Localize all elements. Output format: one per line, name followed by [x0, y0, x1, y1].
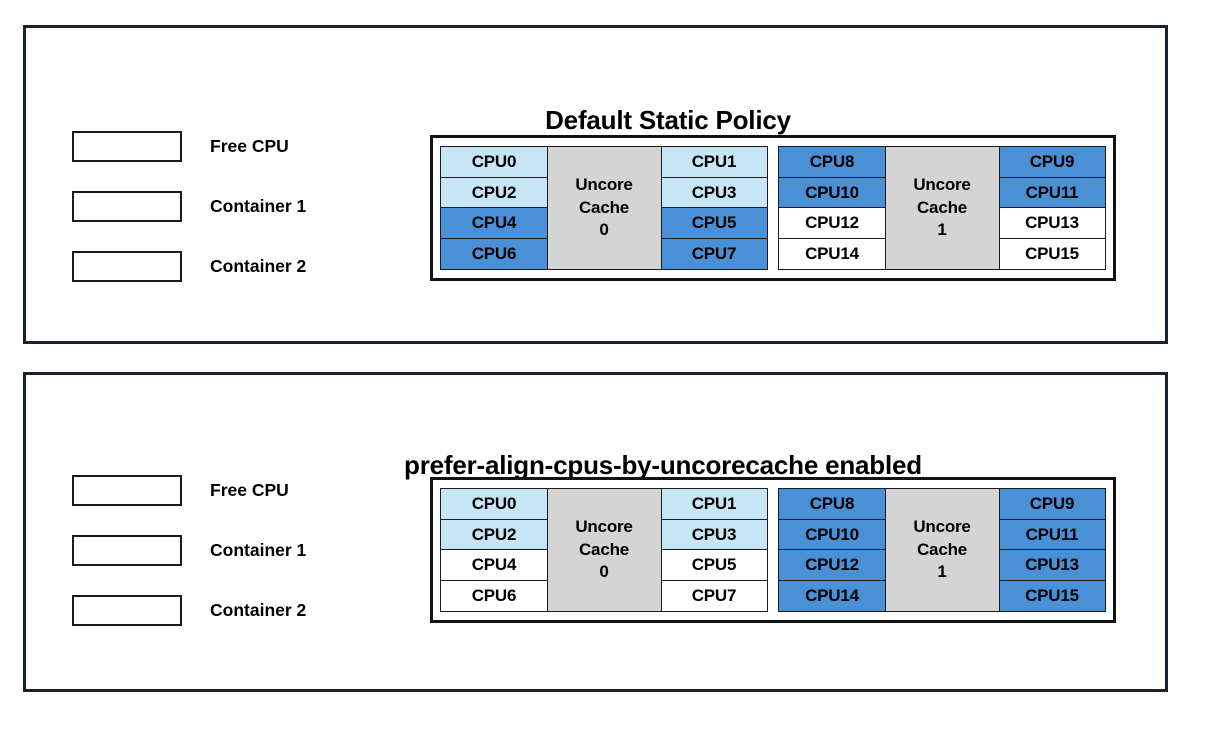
- cpu-topology-table: CPU0 CPU2 CPU4 CPU6 Uncore Cache 0 CPU1 …: [430, 135, 1116, 281]
- cpu-cell: CPU5: [660, 207, 768, 240]
- cpu-cell: CPU15: [998, 237, 1106, 270]
- uncore-cache-index: 1: [937, 562, 947, 582]
- legend-label: Container 2: [210, 599, 307, 620]
- cpu-cell: CPU1: [660, 146, 768, 179]
- legend-swatch-free-cpu: [72, 130, 182, 162]
- cpu-cell: CPU5: [660, 549, 768, 582]
- legend-swatch-container-2: [72, 250, 182, 282]
- cpu-cell: CPU11: [998, 176, 1106, 209]
- uncore-cache-box: Uncore Cache 1: [884, 146, 1000, 270]
- uncore-cache-group-1: CPU8 CPU10 CPU12 CPU14 Uncore Cache 1 CP…: [778, 488, 1106, 612]
- legend-item: Container 2: [72, 593, 306, 627]
- cpu-column-right: CPU1 CPU3 CPU5 CPU7: [660, 146, 768, 270]
- legend-item: Container 2: [72, 249, 306, 283]
- uncore-cache-label: Uncore: [575, 517, 633, 537]
- cpu-cell: CPU9: [998, 488, 1106, 521]
- cpu-cell: CPU11: [998, 518, 1106, 551]
- cpu-cell: CPU6: [440, 579, 548, 612]
- uncore-cache-label: Cache: [578, 197, 630, 217]
- cpu-cell: CPU12: [778, 549, 886, 582]
- uncore-cache-group-1: CPU8 CPU10 CPU12 CPU14 Uncore Cache 1 CP…: [778, 146, 1106, 270]
- cpu-cell: CPU2: [440, 176, 548, 209]
- cpu-cell: CPU8: [778, 146, 886, 179]
- uncore-cache-index: 0: [599, 562, 609, 582]
- cpu-cell: CPU0: [440, 146, 548, 179]
- cpu-column-right: CPU1 CPU3 CPU5 CPU7: [660, 488, 768, 612]
- cpu-cell: CPU3: [660, 176, 768, 209]
- legend-label: Container 2: [210, 255, 307, 276]
- uncore-cache-box: Uncore Cache 0: [546, 146, 662, 270]
- cpu-column-right: CPU9 CPU11 CPU13 CPU15: [998, 146, 1106, 270]
- cpu-column-left: CPU0 CPU2 CPU4 CPU6: [440, 146, 548, 270]
- cpu-cell: CPU12: [778, 207, 886, 240]
- cpu-cell: CPU2: [440, 518, 548, 551]
- uncore-cache-box: Uncore Cache 0: [546, 488, 662, 612]
- legend-item: Free CPU: [72, 473, 306, 507]
- uncore-cache-label: Uncore: [913, 175, 971, 195]
- uncore-cache-group-0: CPU0 CPU2 CPU4 CPU6 Uncore Cache 0 CPU1 …: [440, 488, 768, 612]
- cpu-column-left: CPU0 CPU2 CPU4 CPU6: [440, 488, 548, 612]
- cpu-column-left: CPU8 CPU10 CPU12 CPU14: [778, 146, 886, 270]
- cpu-cell: CPU9: [998, 146, 1106, 179]
- diagram-panel-default-static-policy: Default Static Policy Free CPU Container…: [23, 25, 1168, 344]
- cpu-cell: CPU15: [998, 579, 1106, 612]
- legend-swatch-free-cpu: [72, 474, 182, 506]
- uncore-cache-label: Uncore: [913, 517, 971, 537]
- legend-label: Container 1: [210, 195, 307, 216]
- legend-swatch-container-1: [72, 190, 182, 222]
- legend-label: Free CPU: [210, 135, 289, 156]
- uncore-cache-label: Cache: [916, 539, 968, 559]
- diagram-panel-prefer-align-cpus-by-uncorecache: prefer-align-cpus-by-uncorecache enabled…: [23, 372, 1168, 692]
- legend: Free CPU Container 1 Container 2: [72, 473, 306, 627]
- cpu-cell: CPU1: [660, 488, 768, 521]
- cpu-column-right: CPU9 CPU11 CPU13 CPU15: [998, 488, 1106, 612]
- uncore-cache-label: Cache: [578, 539, 630, 559]
- uncore-cache-label: Cache: [916, 197, 968, 217]
- legend-label: Container 1: [210, 539, 307, 560]
- cpu-cell: CPU10: [778, 518, 886, 551]
- uncore-cache-group-0: CPU0 CPU2 CPU4 CPU6 Uncore Cache 0 CPU1 …: [440, 146, 768, 270]
- legend-item: Free CPU: [72, 129, 306, 163]
- cpu-cell: CPU3: [660, 518, 768, 551]
- legend-swatch-container-2: [72, 594, 182, 626]
- cpu-cell: CPU14: [778, 579, 886, 612]
- cpu-cell: CPU7: [660, 579, 768, 612]
- legend: Free CPU Container 1 Container 2: [72, 129, 306, 283]
- page-title: Default Static Policy: [545, 104, 791, 135]
- uncore-cache-index: 0: [599, 220, 609, 240]
- legend-item: Container 1: [72, 533, 306, 567]
- cpu-cell: CPU14: [778, 237, 886, 270]
- legend-item: Container 1: [72, 189, 306, 223]
- cpu-cell: CPU10: [778, 176, 886, 209]
- cpu-cell: CPU13: [998, 207, 1106, 240]
- uncore-cache-box: Uncore Cache 1: [884, 488, 1000, 612]
- cpu-cell: CPU4: [440, 549, 548, 582]
- uncore-cache-index: 1: [937, 220, 947, 240]
- cpu-cell: CPU8: [778, 488, 886, 521]
- page-title: prefer-align-cpus-by-uncorecache enabled: [404, 449, 922, 480]
- legend-swatch-container-1: [72, 534, 182, 566]
- uncore-cache-label: Uncore: [575, 175, 633, 195]
- cpu-column-left: CPU8 CPU10 CPU12 CPU14: [778, 488, 886, 612]
- cpu-cell: CPU6: [440, 237, 548, 270]
- legend-label: Free CPU: [210, 479, 289, 500]
- cpu-cell: CPU13: [998, 549, 1106, 582]
- cpu-topology-table: CPU0 CPU2 CPU4 CPU6 Uncore Cache 0 CPU1 …: [430, 477, 1116, 623]
- cpu-cell: CPU0: [440, 488, 548, 521]
- cpu-cell: CPU7: [660, 237, 768, 270]
- cpu-cell: CPU4: [440, 207, 548, 240]
